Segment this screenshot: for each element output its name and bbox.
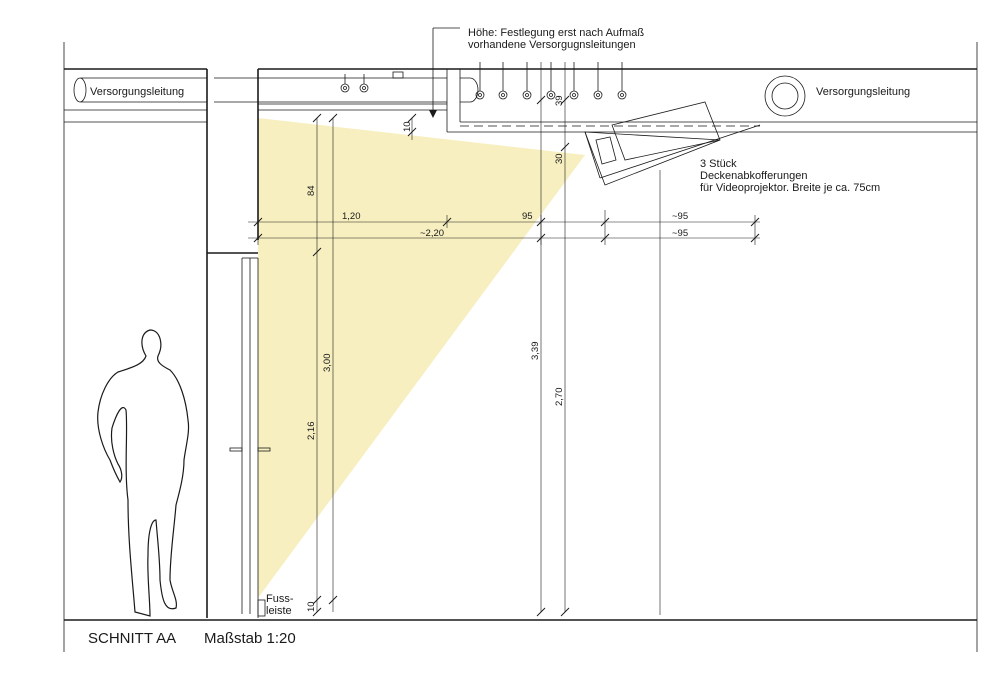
boxes-note-line2: Deckenabkofferungen (700, 170, 807, 182)
dim-v-84: 84 (306, 185, 317, 196)
dimension-lines (248, 62, 760, 617)
ceiling-slab (64, 68, 977, 133)
dim-h-approx-95-a: ~95 (672, 211, 688, 222)
skirting-label-line1: Fuss- (266, 593, 294, 605)
dim-v-30: 30 (554, 153, 565, 164)
dim-v-10-bottom: 10 (306, 601, 317, 612)
projector-boxing (584, 101, 761, 186)
ceiling-pipes (340, 62, 627, 100)
supply-left-label: Versorgungsleitung (90, 86, 184, 98)
section-title: SCHNITT AA (88, 630, 176, 647)
dim-h-approx-2-20: ~2,20 (420, 228, 444, 239)
height-note-line2: vorhandene Versorgugnsleitungen (468, 39, 636, 51)
dim-v-3-39: 3,39 (530, 342, 541, 361)
dim-v-10-top: 10 (402, 121, 413, 132)
boxes-note-line3: für Videoprojektor. Breite je ca. 75cm (700, 182, 880, 194)
dim-h-1-20: 1,20 (342, 211, 361, 222)
dim-v-2-16: 2,16 (306, 422, 317, 441)
dim-v-39: 39 (554, 95, 565, 106)
height-note-line1: Höhe: Festlegung erst nach Aufmaß (468, 27, 644, 39)
outer-frame (63, 42, 978, 652)
boxes-note-line1: 3 Stück (700, 158, 737, 170)
person-silhouette (97, 329, 190, 617)
supply-pipe-right (764, 75, 806, 117)
scale-label: Maßstab 1:20 (204, 630, 296, 647)
supply-pipe-left (73, 77, 479, 103)
height-note-leader (429, 27, 460, 118)
supply-right-label: Versorgungsleitung (816, 86, 910, 98)
left-wall-and-door (206, 69, 271, 618)
dim-v-3-00: 3,00 (322, 354, 333, 373)
dim-v-2-70: 2,70 (554, 388, 565, 407)
dim-h-approx-95-b: ~95 (672, 228, 688, 239)
dim-h-95: 95 (522, 211, 533, 222)
skirting-label-line2: leiste (266, 605, 292, 617)
